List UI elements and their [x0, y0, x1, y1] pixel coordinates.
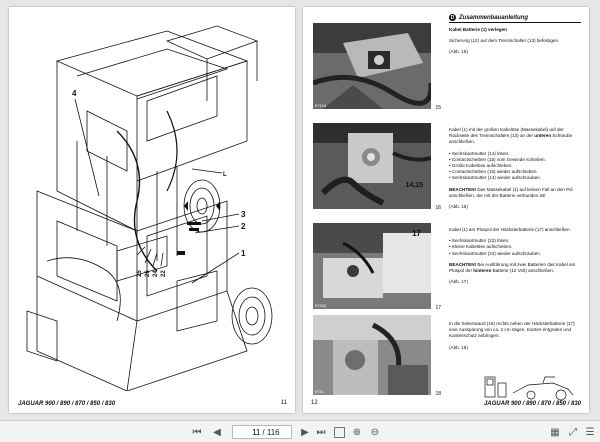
section-15-title: Kabel Batterie (1) verlegen: [449, 27, 507, 32]
photo-17: 17 67232: [313, 223, 431, 309]
figure-18-number: 18: [435, 391, 441, 397]
section-15-ref: (Abb. 15): [449, 49, 468, 55]
section-15-body: Sicherung (12) auf dem Trennschalter (13…: [449, 38, 560, 44]
photo-17-code: 67232: [315, 303, 327, 308]
next-page-icon: ▶: [301, 426, 309, 438]
section-16-text: Kabel (1) mit der großen Kabelöse (Masse…: [449, 127, 581, 215]
list-item: Sechskantmutter (14) lösen.: [449, 151, 581, 157]
section-17-ref: (Abb. 17): [449, 279, 468, 285]
photo-16-label: 14,15: [405, 182, 423, 189]
section-17-text: Kabel (1) am Pluspol der Häckslerbatteri…: [449, 227, 581, 290]
left-footer-model: JAGUAR 900 / 890 / 870 / 850 / 830: [18, 401, 116, 407]
callout-4: 4: [72, 89, 77, 98]
list-item: Contactscheiben (15) wieder aufschieben.: [449, 169, 581, 175]
figure-16: 14,15 16: [313, 123, 441, 211]
grid-view-button[interactable]: ▦: [548, 425, 562, 439]
photo-15: 67134: [313, 23, 431, 109]
callout-26: 26: [145, 270, 151, 277]
prev-page-icon: ◀: [213, 426, 221, 438]
figure-15-number: 15: [435, 105, 441, 111]
list-item: Sechskantmutter (22) wieder aufschrauben…: [449, 251, 581, 257]
section-17-body: Kabel (1) am Pluspol der Häckslerbatteri…: [449, 227, 571, 232]
single-page-button[interactable]: [332, 425, 346, 439]
document-viewer: 4 3 2 1 L 25 26 24 22 JAGUAR 900 / 890 /…: [0, 0, 600, 420]
left-page-number: 11: [280, 400, 287, 406]
section-18-body: In die Seitenwand (16) rechts neben der …: [449, 321, 575, 339]
menu-button[interactable]: ☰: [584, 425, 596, 439]
section-18-text: In die Seitenwand (16) rechts neben der …: [449, 321, 581, 356]
grid-icon: ▦: [550, 426, 560, 438]
language-badge: D: [449, 14, 456, 21]
photo-18-image: [313, 315, 431, 395]
list-item: Contactscheiben (15) vom Gewinde schiebe…: [449, 157, 581, 163]
section-16-body: Kabel (1) mit der großen Kabelöse (Masse…: [449, 127, 573, 145]
callout-2: 2: [241, 222, 246, 231]
list-item: Sechskantmutter (14) wieder aufschrauben…: [449, 175, 581, 181]
last-page-icon: ⏭: [316, 426, 326, 438]
photo-15-image: [313, 23, 431, 109]
figure-15: 67134 15: [313, 23, 441, 111]
section-16-ref: (Abb. 16): [449, 204, 468, 210]
prev-page-button[interactable]: ◀: [210, 425, 224, 439]
first-page-button[interactable]: ⏮: [190, 425, 204, 439]
photo-15-code: 67134: [315, 103, 327, 108]
photo-16: 14,15: [313, 123, 431, 209]
section-15-text: Kabel Batterie (1) verlegen Sicherung (1…: [449, 27, 581, 61]
zoom-out-button[interactable]: ⊖: [368, 425, 382, 439]
callout-24: 24: [153, 270, 159, 277]
callout-1: 1: [241, 249, 246, 258]
section-16-note: BEACHTEN! Das Massekabel (1) auf keinen …: [449, 186, 573, 198]
zoom-out-icon: ⊖: [370, 426, 380, 438]
callout-3: 3: [241, 210, 246, 219]
list-item: Sechskantmutter (22) lösen.: [449, 238, 581, 244]
single-page-icon: [333, 426, 345, 438]
fullscreen-icon: ⤢: [569, 426, 577, 438]
right-page-number: 12: [311, 400, 318, 406]
next-page-button[interactable]: ▶: [298, 425, 312, 439]
photo-17-label: 17: [412, 229, 421, 238]
menu-icon: ☰: [585, 426, 595, 438]
section-17-list: Sechskantmutter (22) lösen. Kleine Kabel…: [449, 238, 581, 257]
last-page-button[interactable]: ⏭: [314, 425, 328, 439]
photo-17-image: [313, 223, 431, 309]
section-header: D Zusammenbauanleitung: [449, 13, 581, 23]
callout-25: 25: [137, 270, 143, 277]
figure-17-number: 17: [435, 305, 441, 311]
callout-l: L: [223, 172, 227, 178]
section-18-ref: (Abb. 18): [449, 344, 468, 350]
viewer-toolbar: ⏮ ◀ / 116 ▶ ⏭ ⊕ ⊖ ▦ ⤢ ☰: [0, 420, 600, 442]
right-footer-model: JAGUAR 900 / 890 / 870 / 850 / 830: [483, 401, 581, 407]
list-item: Kleine Kabelöse aufschieben.: [449, 244, 581, 250]
page-number-input[interactable]: [244, 427, 261, 437]
forage-harvester-drawing: 4 3 2 1 L 25 26 24 22: [26, 25, 273, 391]
photo-16-image: [313, 123, 431, 209]
section-17-note: BEACHTEN! Bei Ausführung mit zwei Batter…: [449, 261, 576, 274]
page-right: D Zusammenbauanleitung 67134 15: [303, 7, 589, 413]
section-title: Zusammenbauanleitung: [459, 14, 529, 21]
page-indicator: / 116: [232, 425, 292, 439]
photo-18: 6711: [313, 315, 431, 395]
harvester-logo-icon: [484, 376, 574, 401]
list-item: Große Kabelöse aufschieben.: [449, 163, 581, 169]
first-page-icon: ⏮: [192, 426, 202, 438]
figure-17: 17 67232 17: [313, 223, 441, 311]
zoom-in-button[interactable]: ⊕: [350, 425, 364, 439]
photo-18-code: 6711: [315, 389, 324, 394]
figure-16-number: 16: [435, 205, 441, 211]
callout-22: 22: [161, 270, 167, 277]
section-16-list: Sechskantmutter (14) lösen. Contactschei…: [449, 151, 581, 182]
page-left: 4 3 2 1 L 25 26 24 22 JAGUAR 900 / 890 /…: [9, 7, 295, 413]
zoom-in-icon: ⊕: [352, 426, 362, 438]
total-pages-label: / 116: [262, 427, 280, 437]
figure-18: 6711 18: [313, 315, 441, 403]
fullscreen-button[interactable]: ⤢: [566, 425, 580, 439]
